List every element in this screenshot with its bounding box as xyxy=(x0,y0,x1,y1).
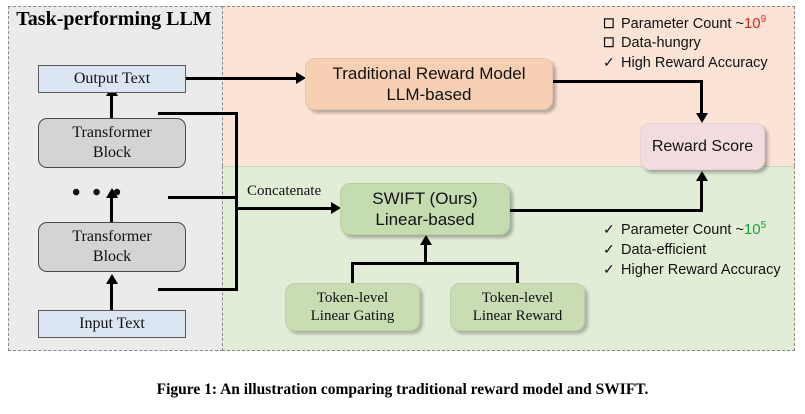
ellipsis-indicator: • • • xyxy=(72,180,125,206)
box-transformer-block-top[interactable]: Transformer Block xyxy=(38,118,186,168)
checkmark-icon: ✓ xyxy=(603,241,615,257)
label-concatenate: Concatenate xyxy=(247,183,322,199)
arrowhead-output-to-traditional xyxy=(296,72,306,84)
checkmark-icon: ✓ xyxy=(603,221,615,237)
arrowhead-transformer-bottom-up xyxy=(106,188,118,198)
connector-output-to-traditional xyxy=(186,77,298,80)
traditional-property-item-label: High Reward Accuracy xyxy=(621,55,768,71)
empty-checkbox-icon: ☐ xyxy=(603,35,615,50)
box-transformer-block-bottom[interactable]: Transformer Block xyxy=(38,222,186,272)
traditional-property-item-label: Data-hungry xyxy=(621,35,701,51)
box-traditional-reward-model[interactable]: Traditional Reward Model LLM-based xyxy=(305,58,553,110)
connector-transformer-to-output xyxy=(110,93,113,118)
list-traditional-properties: ☐ Parameter Count ~ 109 ☐ Data-hungry ✓ High … xyxy=(603,14,768,74)
box-token-level-linear-gating[interactable]: Token-level Linear Gating xyxy=(285,283,420,331)
arrowhead-concat-to-swift xyxy=(331,202,341,214)
connector-swift-to-score-v xyxy=(700,180,703,211)
traditional-property-item: ✓ High Reward Accuracy xyxy=(603,54,768,71)
swift-property-item: ✓ Parameter Count ~ 105 xyxy=(603,220,781,238)
connector-tap-middle xyxy=(168,196,238,199)
box-reward-score[interactable]: Reward Score xyxy=(640,123,765,170)
figure-caption: Figure 1: An illustration comparing trad… xyxy=(156,381,649,398)
connector-swift-to-score-h xyxy=(510,209,703,212)
connector-gating-up xyxy=(351,262,354,283)
connector-concat-to-swift xyxy=(235,207,333,210)
connector-reward-up xyxy=(516,262,519,283)
panel-task-performing-llm xyxy=(8,6,223,351)
arrowhead-traditional-to-score xyxy=(696,113,708,123)
traditional-property-item: ☐ Parameter Count ~ 109 xyxy=(603,14,768,32)
box-swift-linear-based[interactable]: SWIFT (Ours) Linear-based xyxy=(340,183,510,235)
checkmark-icon: ✓ xyxy=(603,54,615,70)
arrowhead-swift-to-score xyxy=(696,171,708,181)
traditional-property-item-exponent: 109 xyxy=(743,14,767,32)
box-token-level-linear-reward[interactable]: Token-level Linear Reward xyxy=(450,283,585,331)
swift-property-item-label: Data-efficient xyxy=(621,242,707,258)
connector-traditional-to-score-v xyxy=(700,80,703,114)
swift-property-item-label: Parameter Count ~ xyxy=(621,222,744,238)
swift-property-item-label: Higher Reward Accuracy xyxy=(621,262,781,278)
connector-token-merge-to-swift xyxy=(424,244,427,264)
swift-property-item: ✓ Higher Reward Accuracy xyxy=(603,261,781,278)
traditional-property-item: ☐ Data-hungry xyxy=(603,35,768,51)
arrowhead-token-merge-to-swift xyxy=(420,235,432,245)
connector-transformer-bottom-up xyxy=(110,196,113,222)
empty-checkbox-icon: ☐ xyxy=(603,16,615,31)
swift-property-item-exponent: 105 xyxy=(743,220,767,238)
connector-traditional-to-score-h xyxy=(553,80,703,83)
concatenation-bus xyxy=(235,112,238,291)
connector-input-to-transformer xyxy=(110,282,113,310)
list-swift-properties: ✓ Parameter Count ~ 105 ✓ Data-efficient ✓ Hi… xyxy=(603,220,781,281)
box-output-text[interactable]: Output Text xyxy=(38,65,186,93)
traditional-property-item-label: Parameter Count ~ xyxy=(621,16,744,32)
box-input-text[interactable]: Input Text xyxy=(38,310,186,338)
arrowhead-input-to-transformer xyxy=(106,274,118,284)
checkmark-icon: ✓ xyxy=(603,261,615,277)
connector-token-merge-bar xyxy=(351,262,519,265)
connector-tap-transformer-top xyxy=(158,112,238,115)
swift-property-item: ✓ Data-efficient xyxy=(603,241,781,258)
connector-tap-transformer-bottom xyxy=(158,288,238,291)
panel-title-task-performing-llm: Task-performing LLM xyxy=(16,8,212,30)
